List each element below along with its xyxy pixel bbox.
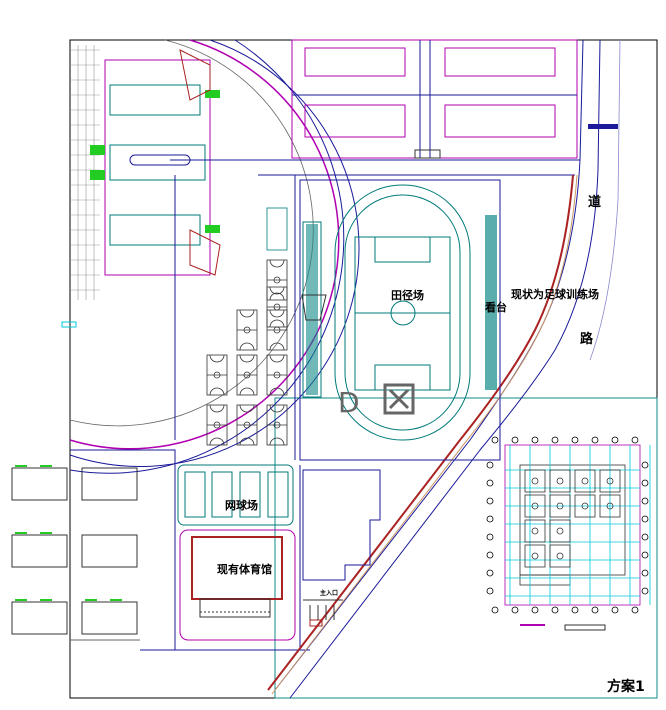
row-marker (641, 569, 649, 577)
scheme-court (524, 519, 546, 543)
basketball-court (206, 404, 228, 446)
basketball-court (266, 354, 288, 396)
scheme-court (524, 469, 546, 493)
gym-building (179, 529, 296, 641)
column-marker (571, 606, 579, 614)
gym-label: 现有体育馆 (217, 562, 272, 576)
grandstand-label: 看台 (485, 300, 507, 314)
column-marker (531, 436, 539, 444)
main-road-curve (267, 39, 621, 699)
scheme-floor-plan (486, 436, 651, 631)
row-marker (486, 587, 494, 595)
row-marker (641, 497, 649, 505)
basketball-courts (206, 207, 288, 446)
row-marker (486, 461, 494, 469)
row-marker (486, 479, 494, 487)
scheme-frame (274, 397, 658, 699)
row-marker (641, 587, 649, 595)
column-marker (631, 436, 639, 444)
scheme-court (524, 494, 546, 518)
basketball-court (266, 309, 288, 351)
football-note-label: 现状为足球训练场 (511, 287, 599, 301)
tennis-courts (177, 464, 294, 526)
track-field-label: 田径场 (391, 288, 424, 302)
zone-mark-letter: D (338, 386, 360, 419)
column-marker (591, 606, 599, 614)
column-marker (491, 606, 499, 614)
roads (70, 159, 580, 651)
drawing-frame (69, 39, 658, 699)
top-buildings (291, 39, 578, 159)
column-marker (511, 606, 519, 614)
tennis-label: 网球场 (225, 498, 258, 512)
row-marker (641, 479, 649, 487)
entrance-label: 主入口 (320, 589, 338, 597)
track-and-field (299, 179, 501, 461)
column-marker (531, 606, 539, 614)
row-marker (486, 551, 494, 559)
court (266, 207, 288, 251)
scheme-court (549, 519, 571, 543)
basketball-court (206, 354, 228, 396)
column-marker (571, 436, 579, 444)
row-marker (641, 515, 649, 523)
row-marker (486, 533, 494, 541)
scheme-label: 方案1 (607, 678, 645, 695)
basketball-court (236, 404, 258, 446)
basketball-court (266, 259, 288, 301)
scheme-court (549, 544, 571, 568)
column-marker (511, 436, 519, 444)
arc-building-complex (61, 39, 360, 474)
column-marker (591, 436, 599, 444)
column-marker (491, 436, 499, 444)
row-marker (641, 461, 649, 469)
left-buildings (11, 465, 138, 635)
column-marker (551, 436, 559, 444)
scheme-court (599, 494, 621, 518)
scheme-court (574, 469, 596, 493)
zone-mark: D (338, 383, 415, 419)
column-marker (611, 606, 619, 614)
column-marker (631, 606, 639, 614)
row-marker (486, 515, 494, 523)
row-marker (486, 569, 494, 577)
row-marker (641, 533, 649, 541)
row-marker (641, 551, 649, 559)
scheme-court (549, 494, 571, 518)
column-marker (611, 436, 619, 444)
basketball-court (236, 309, 258, 351)
entrance-area (302, 469, 381, 627)
road-label-1: 道 (588, 194, 601, 210)
row-marker (486, 497, 494, 505)
scheme-court (549, 469, 571, 493)
basketball-court (236, 354, 258, 396)
scheme-court (599, 469, 621, 493)
basketball-court (266, 404, 288, 446)
road-label-2: 路 (580, 331, 594, 347)
column-marker (551, 606, 559, 614)
scheme-court (524, 544, 546, 568)
scheme-court (574, 494, 596, 518)
